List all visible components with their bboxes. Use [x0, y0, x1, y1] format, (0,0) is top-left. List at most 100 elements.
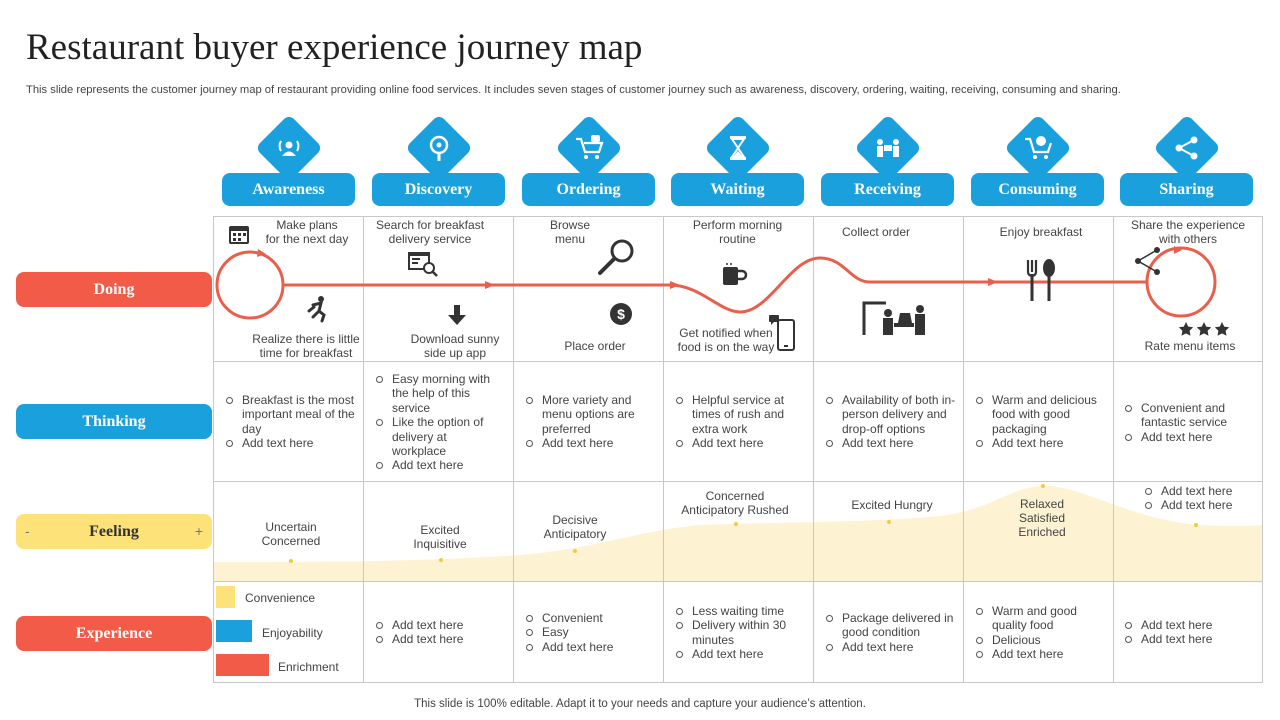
grid-divider: [663, 216, 664, 683]
stage-sharing: Sharing: [1120, 173, 1253, 206]
svg-text:$: $: [617, 306, 625, 322]
download-arrow-icon: [448, 305, 466, 325]
doing-bottom-awareness: Realize there is little time for breakfa…: [252, 332, 360, 360]
row-label-thinking: Thinking: [16, 404, 212, 439]
thinking-sharing: Convenient and fantastic service Add tex…: [1123, 401, 1258, 444]
list-item: Like the option of delivery at workplace: [374, 415, 504, 458]
list-item: Add text here: [524, 640, 654, 654]
list-item: Add text here: [1143, 484, 1258, 498]
stage-awareness: Awareness: [222, 173, 355, 206]
grid-divider: [963, 216, 964, 683]
grid-divider: [513, 216, 514, 683]
legend-swatch-enjoyability: [216, 620, 252, 642]
grid-divider: [813, 216, 814, 683]
experience-waiting: Less waiting time Delivery within 30 min…: [674, 604, 804, 662]
share-icon: [1175, 136, 1198, 160]
order-collection-icon: [862, 301, 925, 335]
doing-top-discovery: Search for breakfast delivery service: [375, 218, 485, 246]
list-item: Less waiting time: [674, 604, 804, 618]
list-item: Add text here: [1143, 498, 1258, 512]
experience-consuming: Warm and good quality food Delicious Add…: [974, 604, 1109, 662]
footer-note: This slide is 100% editable. Adapt it to…: [414, 698, 866, 710]
shopping-cart-icon: [576, 135, 604, 159]
doing-top-consuming: Enjoy breakfast: [999, 225, 1083, 239]
feeling-label-text: Feeling: [89, 523, 139, 540]
stage-discovery: Discovery: [372, 173, 505, 206]
dollar-coin-icon: $: [610, 303, 632, 325]
feeling-ordering: Decisive Anticipatory: [543, 513, 607, 541]
cart-pie-icon: [1025, 136, 1053, 159]
list-item: Add text here: [974, 436, 1109, 450]
list-item: Availability of both in-person delivery …: [824, 393, 959, 436]
delivery-handover-icon: [877, 139, 899, 157]
doing-top-sharing: Share the experience with others: [1130, 218, 1246, 246]
doing-top-waiting: Perform morning routine: [692, 218, 783, 246]
list-item: Delivery within 30 minutes: [674, 618, 804, 647]
stage-receiving: Receiving: [821, 173, 954, 206]
list-item: More variety and menu options are prefer…: [524, 393, 654, 436]
list-item: Add text here: [1123, 430, 1258, 444]
feeling-discovery: Excited Inquisitive: [413, 523, 467, 551]
list-item: Package delivered in good condition: [824, 611, 959, 640]
page-title: Restaurant buyer experience journey map: [26, 27, 643, 68]
list-item: Easy morning with the help of this servi…: [374, 372, 504, 415]
doing-top-receiving: Collect order: [841, 225, 911, 239]
list-item: Add text here: [1123, 632, 1258, 646]
feeling-awareness: Uncertain Concerned: [261, 520, 321, 548]
list-item: Add text here: [224, 436, 359, 450]
doing-bottom-discovery: Download sunny side up app: [410, 332, 500, 360]
stage-waiting: Waiting: [671, 173, 804, 206]
experience-discovery: Add text here Add text here: [374, 618, 504, 647]
rating-stars-icon: [1178, 322, 1230, 336]
thinking-discovery: Easy morning with the help of this servi…: [374, 372, 504, 473]
doing-bottom-ordering: Place order: [564, 339, 626, 353]
list-item: Add text here: [1123, 618, 1258, 632]
share-network-icon: [1135, 247, 1160, 275]
coffee-mug-icon: [723, 263, 748, 285]
list-item: Add text here: [674, 647, 804, 661]
list-item: Add text here: [524, 436, 654, 450]
legend-label-enrichment: Enrichment: [278, 660, 339, 674]
feeling-sharing: Add text here Add text here: [1143, 484, 1258, 513]
legend-swatch-convenience: [216, 586, 235, 608]
grid-divider: [363, 216, 364, 683]
experience-ordering: Convenient Easy Add text here: [524, 611, 654, 654]
list-item: Add text here: [374, 632, 504, 646]
legend-label-enjoyability: Enjoyability: [262, 626, 323, 640]
web-search-icon: [408, 252, 438, 277]
list-item: Helpful service at times of rush and ext…: [674, 393, 804, 436]
list-item: Warm and good quality food: [974, 604, 1109, 633]
doing-bottom-sharing: Rate menu items: [1144, 339, 1236, 353]
legend-label-convenience: Convenience: [245, 591, 316, 605]
list-item: Add text here: [824, 436, 959, 450]
list-item: Convenient: [524, 611, 654, 625]
lightbulb-icon: [429, 135, 449, 161]
fork-spoon-icon: [1026, 259, 1055, 301]
page-subtitle: This slide represents the customer journ…: [26, 84, 1121, 96]
list-item: Add text here: [824, 640, 959, 654]
legend-swatch-enrichment: [216, 654, 269, 676]
running-person-icon: [307, 296, 326, 323]
experience-receiving: Package delivered in good condition Add …: [824, 611, 959, 654]
hourglass-icon: [730, 136, 746, 160]
experience-sharing: Add text here Add text here: [1123, 618, 1258, 647]
broadcast-person-icon: [278, 140, 300, 156]
list-item: Breakfast is the most important meal of …: [224, 393, 359, 436]
thinking-ordering: More variety and menu options are prefer…: [524, 393, 654, 451]
grid-divider: [213, 581, 1263, 582]
row-label-doing: Doing: [16, 272, 212, 307]
row-label-experience: Experience: [16, 616, 212, 651]
phone-notification-icon: [769, 315, 795, 351]
list-item: Add text here: [374, 458, 504, 472]
grid-divider: [1113, 216, 1114, 683]
list-item: Easy: [524, 625, 654, 639]
feeling-minus-sign: -: [25, 523, 30, 539]
list-item: Delicious: [974, 633, 1109, 647]
feeling-plus-sign: +: [194, 523, 203, 539]
grid-divider: [213, 481, 1263, 482]
thinking-awareness: Breakfast is the most important meal of …: [224, 393, 359, 451]
row-label-feeling: - Feeling +: [16, 514, 212, 549]
magnifier-icon: [598, 239, 634, 275]
doing-top-ordering: Browse menu: [549, 218, 590, 246]
